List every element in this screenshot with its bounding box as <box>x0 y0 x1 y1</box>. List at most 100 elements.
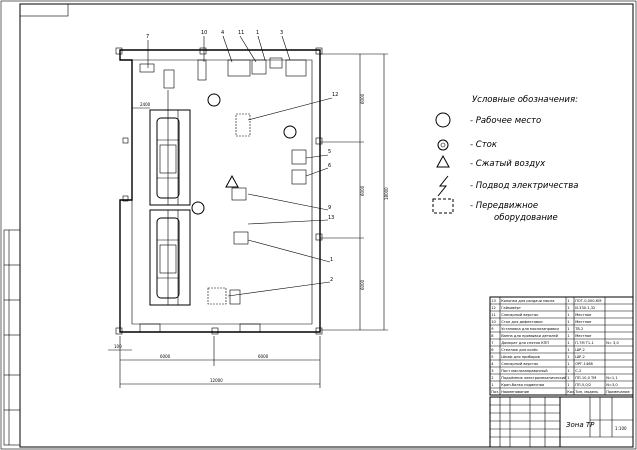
spec-cell-extra: Примечание <box>606 390 630 394</box>
spec-cell-name: Наименование <box>501 390 530 394</box>
drawing-title: Зона ТР <box>566 421 595 429</box>
workplace-circle <box>283 125 297 139</box>
spec-cell-model: ПП-5,0/2 <box>575 383 591 387</box>
callout-labels: 7 10 4 11 1 3 12 5 6 9 13 1 2 <box>146 30 338 283</box>
spec-cell-model: ШР-2 <box>575 355 585 359</box>
callout-2: 2 <box>330 277 333 283</box>
spec-cell-num: 2 <box>491 376 493 380</box>
spec-cell-qty: 1 <box>567 334 569 338</box>
legend-item-power: - Подвод электричества <box>470 181 578 191</box>
dim-right-b: 6000 <box>360 185 365 196</box>
legend-title: Условные обозначения: <box>472 95 578 105</box>
legend-item-drain: - Сток <box>470 140 498 150</box>
spec-cell-name: Пост маслозаправочный <box>501 369 548 373</box>
callout-12: 12 <box>332 92 338 98</box>
dim-bottom-small: 100 <box>114 344 122 349</box>
dim-right-total: 18000 <box>384 187 389 200</box>
spec-cell-num: 5 <box>491 355 493 359</box>
dim-right-c: 6000 <box>360 279 365 290</box>
spec-cell-model: T8-2 <box>574 327 583 331</box>
dashed-rect-icon <box>432 198 454 214</box>
spec-cell-name: Подъёмник электромеханический <box>501 376 567 380</box>
drain-icon <box>437 139 449 151</box>
circle-icon <box>435 112 451 128</box>
callout-10: 10 <box>201 30 207 36</box>
top-stamp-box <box>19 3 69 17</box>
callout-5: 5 <box>328 149 331 155</box>
callout-3: 3 <box>280 30 283 36</box>
spec-cell-name: Слесарный верстак <box>501 362 539 366</box>
spec-cell-name: Стол для дефектовки <box>501 320 543 324</box>
legend-item-mobile: - Передвижное <box>470 201 538 211</box>
spec-cell-model: ОРГ-1468 <box>575 362 593 366</box>
spec-cell-model: ШР-2 <box>575 348 585 352</box>
spec-table: 13 Колонка для раздачи масла 1 ПОТ-0,000-КМ… <box>489 296 634 396</box>
legend-item-air: - Сжатый воздух <box>470 159 546 169</box>
dimension-lines-right: 18000 6000 6000 6000 <box>320 53 389 331</box>
spec-cell-num: 13 <box>491 299 496 303</box>
spec-cell-num: 11 <box>491 313 496 317</box>
callout-1b: 1 <box>330 257 333 263</box>
spec-cell-name: Слесарный верстак <box>501 313 539 317</box>
spec-cell-qty: 1 <box>567 327 569 331</box>
spec-cell-qty: 1 <box>567 362 569 366</box>
spec-cell-model: И-330-1,32 <box>575 306 595 310</box>
spec-cell-num: Поз. <box>491 390 499 394</box>
spec-cell-qty: 1 <box>567 369 569 373</box>
spec-cell-num: 8 <box>491 334 494 338</box>
spec-cell-qty: 1 <box>567 313 569 317</box>
spec-cell-qty: Кол. <box>567 390 575 394</box>
spec-cell-num: 7 <box>491 341 493 345</box>
title-block: Зона ТР 1:100 <box>489 396 634 448</box>
spec-cell-num: 1 <box>491 383 493 387</box>
workplace-circle <box>207 93 221 107</box>
spec-cell-num: 12 <box>491 306 496 310</box>
callout-1a: 1 <box>256 30 259 36</box>
legend-item-mobile-2: оборудование <box>494 213 558 223</box>
legend-item-workplace: - Рабочее место <box>470 116 541 126</box>
workplace-circle <box>191 201 205 215</box>
callout-6: 6 <box>328 163 331 169</box>
left-stamp <box>3 229 21 446</box>
building-outline <box>115 47 323 335</box>
spec-cell-name: Стеллаж для колёс <box>501 348 538 352</box>
drawing-scale: 1:100 <box>615 426 627 431</box>
lane-1 <box>149 109 191 206</box>
dim-right-a: 6000 <box>360 93 365 104</box>
dim-bottom-left: 6000 <box>160 354 171 359</box>
spec-cell-extra: N= 3,0 <box>606 341 619 345</box>
air-triangle <box>225 174 239 188</box>
spec-cell-name: Колонка для раздачи масла <box>501 299 554 303</box>
spec-cell-name: Гайковёрт <box>501 306 521 310</box>
callout-13: 13 <box>328 215 334 221</box>
callout-4: 4 <box>221 30 224 36</box>
spec-cell-num: 10 <box>491 320 496 324</box>
spec-cell-qty: 1 <box>567 306 569 310</box>
spec-cell-extra: N=1,1 <box>606 376 617 380</box>
callout-11: 11 <box>238 30 244 36</box>
dim-left-small: 2400 <box>140 102 151 107</box>
spec-cell-name: Ванна для промывки деталей <box>501 334 558 338</box>
drawing-frame <box>19 3 634 448</box>
spec-cell-model: Местное <box>575 334 592 338</box>
callout-7: 7 <box>146 34 149 40</box>
spec-cell-num: 6 <box>491 348 494 352</box>
spec-cell-model: Местное <box>575 320 592 324</box>
dim-bottom-right: 6000 <box>258 354 269 359</box>
callout-lines <box>147 35 333 297</box>
spec-cell-name: Домкрат для снятия КПП <box>501 341 549 345</box>
spec-cell-model: ПОТ-0,000-КМ <box>575 299 601 303</box>
spec-cell-name: Установка для маслозаправки <box>501 327 559 331</box>
spec-cell-qty: 1 <box>567 299 569 303</box>
spec-cell-qty: 1 <box>567 348 569 352</box>
triangle-icon <box>436 154 450 168</box>
spec-cell-qty: 1 <box>567 355 569 359</box>
spec-cell-name: Шкаф для приборов <box>501 355 540 359</box>
spec-cell-qty: 1 <box>567 383 569 387</box>
spec-cell-qty: 1 <box>567 376 569 380</box>
spec-cell-num: 9 <box>491 327 494 331</box>
legend: Условные обозначения: - Рабочее место - … <box>432 95 578 223</box>
lightning-icon <box>437 175 449 197</box>
spec-cell-model: ПП-10,0 ТМ <box>575 376 596 380</box>
spec-cell-model: Местное <box>575 313 592 317</box>
